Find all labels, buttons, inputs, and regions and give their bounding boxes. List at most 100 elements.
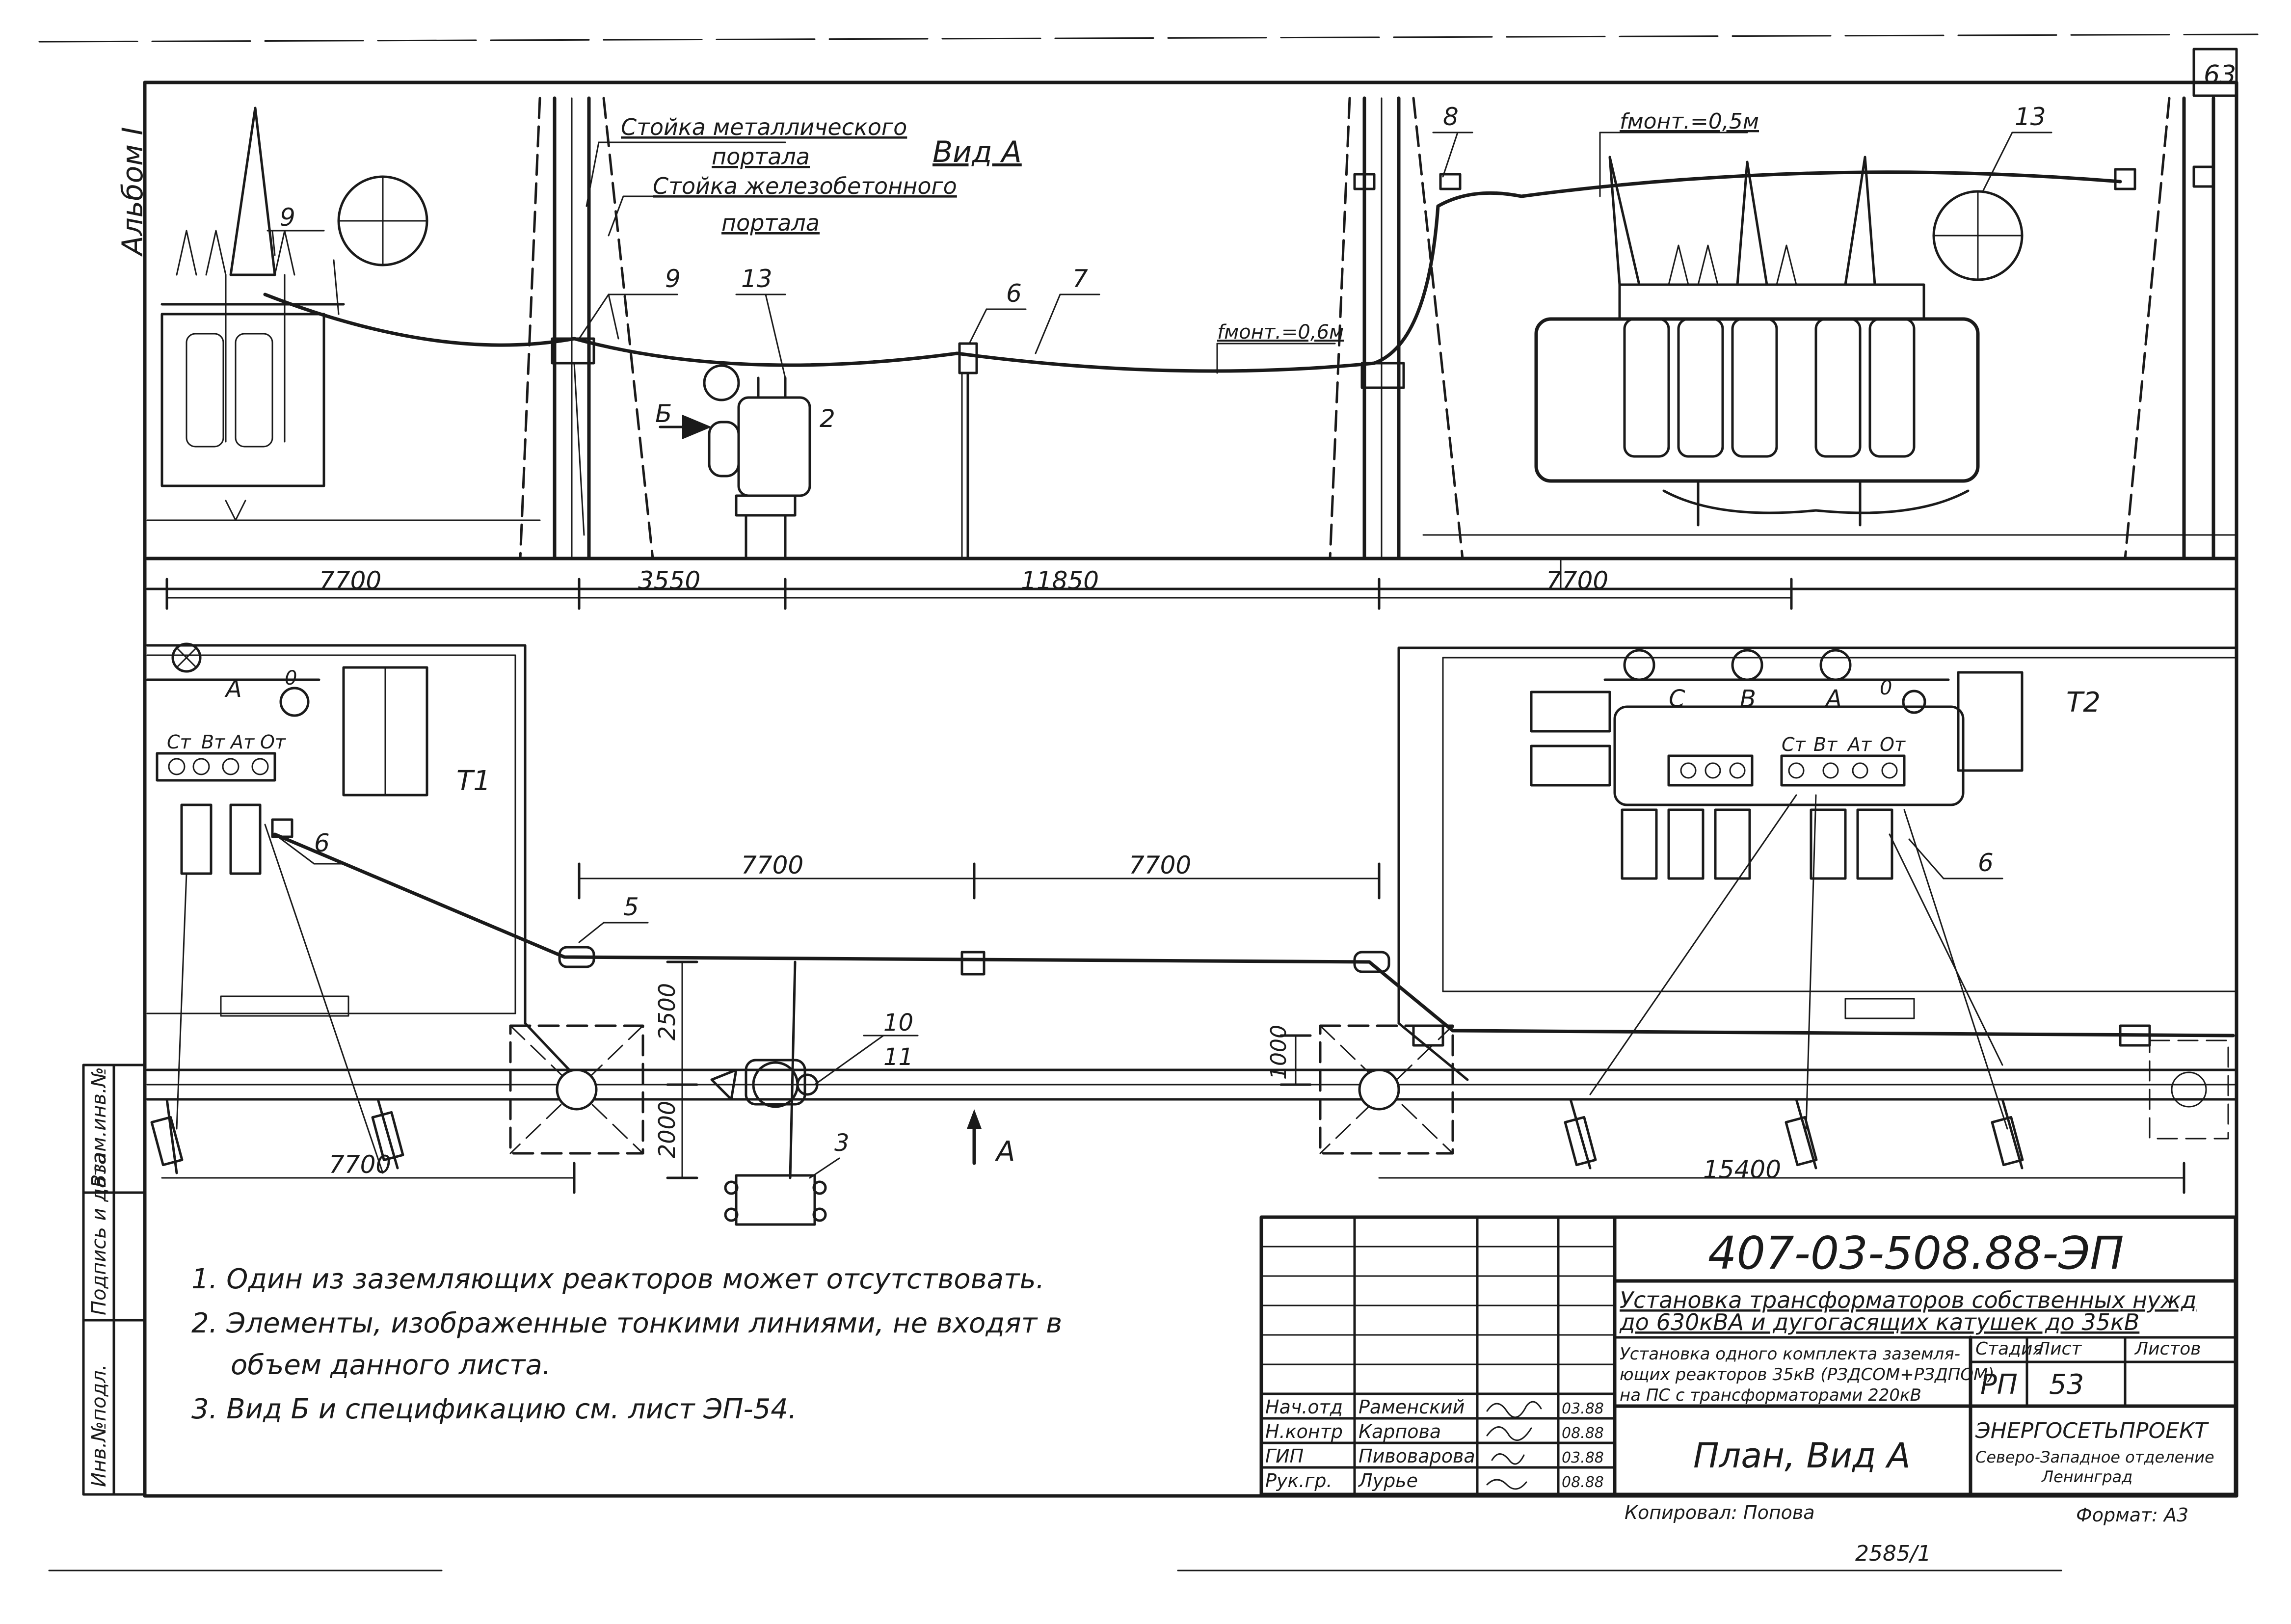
plan-dim-2000: 2000 (654, 1101, 680, 1158)
t2-bushing-c: С (1669, 685, 1685, 713)
staff-date-2: 08.88 (1562, 1425, 1604, 1442)
transformer-t2-plan (1530, 649, 2024, 1019)
project-title-1: Установка трансформаторов собственных ну… (1620, 1287, 2197, 1313)
callout-13-right: 13 (2015, 103, 2046, 131)
staff-name-4: Лурье (1358, 1470, 1418, 1491)
t1-phase-ot: От (260, 731, 287, 753)
sheet-desc-1: Установка одного комплекта заземля- (1620, 1344, 1960, 1364)
staff-role-1: Нач.отд (1265, 1396, 1343, 1418)
portal-foundations-plan (509, 1024, 2229, 1155)
plan-callout-11: 11 (883, 1043, 913, 1071)
dim-7700-b: 7700 (1546, 566, 1608, 595)
transformer-t2-elevation (1534, 156, 2024, 590)
t1-bushing-a: А (224, 675, 242, 703)
callout-7-bus: 7 (1072, 265, 1088, 293)
plan-dim-7700-bottom: 7700 (329, 1150, 391, 1179)
metal-portal-label-1: Стойка металлического (621, 114, 907, 140)
note-2-cont: объем данного листа. (231, 1349, 551, 1381)
view-a-elevation (145, 96, 2238, 590)
transformer-t1-elevation (160, 106, 428, 521)
t1-phase-at: Ат (229, 731, 255, 753)
stamp-inv-no: Инв.№подл. (88, 1364, 110, 1487)
t2-phase-at: Ат (1846, 734, 1872, 755)
bottom-number: 2585/1 (1855, 1541, 1931, 1566)
sheets-header: Листов (2134, 1339, 2201, 1359)
view-a-arrow-label: А (995, 1136, 1015, 1168)
t2-label: Т2 (2066, 687, 2101, 719)
t2-phase-st: Ст (1782, 734, 1807, 755)
t2-bushing-0: 0 (1880, 677, 1892, 699)
sheet-value: 53 (2049, 1369, 2084, 1401)
staff-role-2: Н.контр (1265, 1421, 1343, 1442)
t2-bushing-a: А (1824, 685, 1842, 713)
reactor-10-plan (710, 1059, 819, 1108)
note-3: 3. Вид Б и спецификацию см. лист ЭП-54. (191, 1393, 797, 1425)
album-label: Альбом I (116, 127, 149, 257)
insulator-post-6 (958, 342, 978, 560)
arrow-b-label: Б (655, 399, 672, 428)
view-a-dimension-line (165, 578, 1793, 610)
sag-right-label: fмонт.=0,5м (1620, 109, 1759, 134)
portal-post-right (1329, 96, 1464, 560)
plan-callout-5: 5 (623, 893, 639, 921)
org-name: ЭНЕРГОСЕТЬПРОЕКТ (1975, 1418, 2209, 1443)
callout-13-reactor: 13 (741, 265, 773, 293)
copied-by: Копировал: Попова (1625, 1502, 1815, 1523)
sheet-desc-2: ющих реакторов 35кВ (РЗДСОМ+РЗДПОМ) (1620, 1365, 1995, 1384)
signatures (1486, 1401, 1542, 1490)
plan-dim-7700-a: 7700 (741, 851, 803, 879)
sag-left-label: fмонт.=0,6м (1217, 321, 1344, 344)
reactor-2-elevation (703, 364, 811, 560)
staff-role-4: Рук.гр. (1265, 1470, 1332, 1491)
t1-phase-vt: Вт (201, 731, 226, 753)
callout-8-insulator: 8 (1443, 103, 1459, 131)
portal-post-far-right (2114, 96, 2215, 560)
staff-date-3: 03.88 (1562, 1449, 1604, 1466)
title-block (1259, 1215, 2238, 1496)
stamp-replace-inv: Взам.инв.№ (88, 1067, 110, 1188)
staff-name-3: Пивоварова (1359, 1445, 1475, 1467)
sheet-header: Лист (2036, 1339, 2082, 1359)
dim-3550: 3550 (638, 566, 700, 595)
sheet-frame (38, 33, 2259, 1571)
transformer-t1-plan (146, 642, 428, 1017)
plan-callout-6-right: 6 (1978, 849, 1994, 877)
org-branch: Северо-Западное отделение (1975, 1448, 2214, 1466)
org-city: Ленинград (2041, 1467, 2132, 1486)
t1-bushing-0: 0 (285, 667, 297, 690)
view-a-title: Вид А (932, 135, 1022, 169)
plan-callout-10: 10 (883, 1009, 913, 1037)
format-label: Формат: А3 (2076, 1504, 2188, 1526)
reactor-3-plan (724, 1174, 827, 1226)
dim-7700-a: 7700 (319, 566, 381, 595)
callout-9-left: 9 (280, 203, 295, 232)
doc-code: 407-03-508.88-ЭП (1708, 1227, 2124, 1279)
plan-callout-6-left: 6 (314, 829, 330, 857)
sheet-desc-3: на ПС с трансформаторами 220кВ (1620, 1385, 1921, 1405)
plan-dim-15400: 15400 (1703, 1155, 1781, 1184)
dim-11850: 11850 (1021, 566, 1099, 595)
note-1: 1. Один из заземляющих реакторов может о… (191, 1263, 1044, 1295)
staff-date-1: 03.88 (1562, 1400, 1604, 1417)
plan-dim-1000: 1000 (1266, 1025, 1291, 1080)
concrete-portal-label-2: портала (721, 210, 820, 236)
plan-dimensions (161, 862, 2185, 1194)
staff-name-1: Раменский (1359, 1396, 1465, 1418)
stamp-signature-date: Подпись и дата (88, 1153, 110, 1315)
concrete-portal-label-1: Стойка железобетонного (653, 173, 957, 199)
plan-callout-3: 3 (834, 1129, 850, 1157)
staff-name-2: Карпова (1359, 1421, 1441, 1442)
metal-portal-label-2: портала (712, 143, 810, 170)
plan-dim-7700-b: 7700 (1129, 851, 1191, 879)
t1-label: Т1 (456, 765, 491, 797)
stage-value: РП (1980, 1369, 2018, 1401)
sheet-number: 63 (2204, 60, 2236, 90)
grounding-rods (150, 1098, 2024, 1174)
t2-phase-vt: Вт (1813, 734, 1838, 755)
staff-date-4: 08.88 (1562, 1474, 1604, 1491)
callout-6-post: 6 (1006, 279, 1022, 308)
stage-header: Стадия (1975, 1339, 2043, 1359)
callout-9-portal: 9 (665, 265, 681, 293)
side-stamp (82, 1064, 146, 1496)
